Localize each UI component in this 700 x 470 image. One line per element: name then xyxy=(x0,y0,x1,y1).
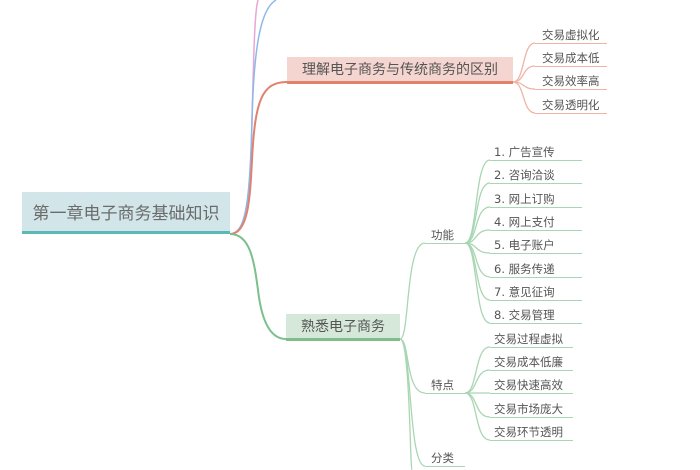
leaf-topic[interactable]: 交易透明化 xyxy=(535,96,607,114)
root-topic[interactable]: 第一章电子商务基础知识 xyxy=(22,192,230,234)
leaf-topic[interactable]: 交易市场庞大 xyxy=(490,400,573,418)
leaf-label: 交易虚拟化 xyxy=(542,28,600,42)
subtopic-label: 功能 xyxy=(431,228,454,242)
leaf-topic[interactable]: 交易过程虚拟 xyxy=(490,330,573,348)
leaf-topic[interactable]: 交易环节透明 xyxy=(490,423,573,441)
leaf-topic[interactable]: 8. 交易管理 xyxy=(490,306,582,324)
leaf-label: 7. 意见征询 xyxy=(494,285,555,299)
root-topic-label: 第一章电子商务基础知识 xyxy=(32,204,220,224)
leaf-label: 交易环节透明 xyxy=(494,425,563,439)
branch-topic-familiar[interactable]: 熟悉电子商务 xyxy=(286,314,400,341)
leaf-topic[interactable]: 交易成本低廉 xyxy=(490,353,573,371)
leaf-topic[interactable]: 6. 服务传递 xyxy=(490,260,582,278)
leaf-topic[interactable]: 交易快速高效 xyxy=(490,376,573,394)
leaf-topic[interactable]: 2. 咨询洽谈 xyxy=(490,166,582,184)
leaf-label: 6. 服务传递 xyxy=(494,262,555,276)
leaf-label: 3. 网上订购 xyxy=(494,192,555,206)
leaf-topic[interactable]: 交易成本低 xyxy=(535,49,607,67)
leaf-topic[interactable]: 5. 电子账户 xyxy=(490,236,582,254)
leaf-topic[interactable]: 交易效率高 xyxy=(535,72,607,90)
subtopic-features[interactable]: 特点 xyxy=(425,376,465,394)
branch-topic-label: 理解电子商务与传统商务的区别 xyxy=(302,62,498,78)
leaf-label: 交易过程虚拟 xyxy=(494,332,563,346)
leaf-topic[interactable]: 1. 广告宣传 xyxy=(490,143,582,161)
branch-topic-difference[interactable]: 理解电子商务与传统商务的区别 xyxy=(287,57,513,84)
subtopic-functions[interactable]: 功能 xyxy=(425,226,465,244)
leaf-label: 交易成本低 xyxy=(542,51,600,65)
leaf-topic[interactable]: 7. 意见征询 xyxy=(490,283,582,301)
leaf-topic[interactable]: 4. 网上支付 xyxy=(490,213,582,231)
subtopic-categories[interactable]: 分类 xyxy=(425,449,465,467)
leaf-label: 交易成本低廉 xyxy=(494,355,563,369)
leaf-topic[interactable]: 3. 网上订购 xyxy=(490,190,582,208)
leaf-topic[interactable]: 交易虚拟化 xyxy=(535,26,607,44)
subtopic-label: 特点 xyxy=(431,378,454,392)
leaf-label: 交易透明化 xyxy=(542,98,600,112)
subtopic-label: 分类 xyxy=(431,451,454,465)
leaf-label: 交易市场庞大 xyxy=(494,402,563,416)
leaf-label: 5. 电子账户 xyxy=(494,238,555,252)
branch-topic-label: 熟悉电子商务 xyxy=(301,319,385,335)
leaf-label: 4. 网上支付 xyxy=(494,215,555,229)
leaf-label: 1. 广告宣传 xyxy=(494,145,555,159)
leaf-label: 交易效率高 xyxy=(542,74,600,88)
leaf-label: 8. 交易管理 xyxy=(494,308,555,322)
leaf-label: 交易快速高效 xyxy=(494,378,563,392)
leaf-label: 2. 咨询洽谈 xyxy=(494,168,555,182)
